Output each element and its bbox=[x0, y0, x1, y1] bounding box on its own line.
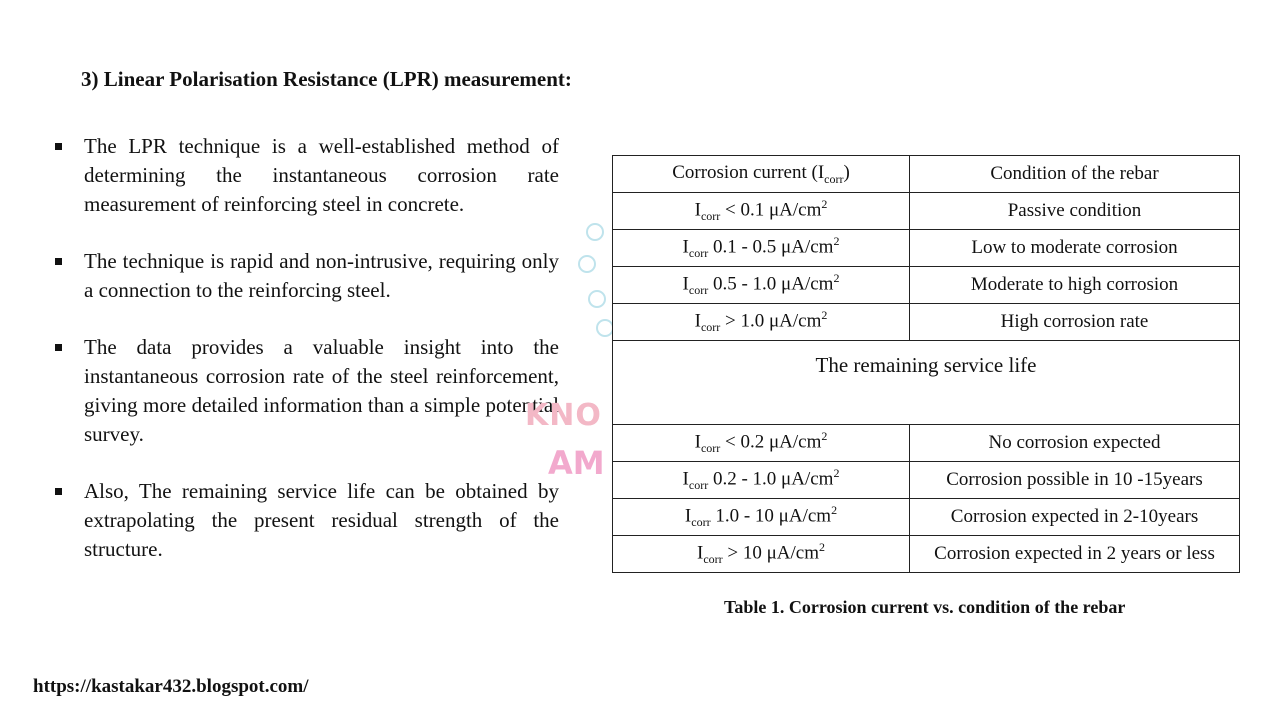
bullet-square-icon bbox=[55, 143, 62, 150]
current-range-cell: Icorr 0.1 - 0.5 μA/cm2 bbox=[612, 229, 910, 267]
current-range-cell: Icorr > 10 μA/cm2 bbox=[612, 535, 910, 573]
current-range-cell: Icorr 0.2 - 1.0 μA/cm2 bbox=[612, 461, 910, 499]
bullet-item: Also, The remaining service life can be … bbox=[55, 477, 559, 564]
footer-url[interactable]: https://kastakar432.blogspot.com/ bbox=[33, 676, 309, 697]
condition-cell: Corrosion possible in 10 -15years bbox=[909, 461, 1240, 499]
header-condition: Condition of the rebar bbox=[909, 155, 1240, 193]
section-row: The remaining service life bbox=[612, 340, 1240, 425]
current-range-cell: Icorr < 0.1 μA/cm2 bbox=[612, 192, 910, 230]
current-range-cell: Icorr 0.5 - 1.0 μA/cm2 bbox=[612, 266, 910, 304]
condition-cell: No corrosion expected bbox=[909, 424, 1240, 462]
bullet-list: The LPR technique is a well-established … bbox=[55, 132, 559, 592]
corrosion-table: Corrosion current (Icorr) Condition of t… bbox=[612, 155, 1240, 573]
condition-cell: High corrosion rate bbox=[909, 303, 1240, 341]
table-header-row: Corrosion current (Icorr) Condition of t… bbox=[612, 155, 1240, 193]
condition-cell: Corrosion expected in 2-10years bbox=[909, 498, 1240, 536]
watermark-text-line1: KNO bbox=[525, 398, 602, 433]
bullet-text: The data provides a valuable insight int… bbox=[84, 335, 559, 446]
condition-cell: Corrosion expected in 2 years or less bbox=[909, 535, 1240, 573]
bullet-item: The data provides a valuable insight int… bbox=[55, 333, 559, 449]
condition-cell: Low to moderate corrosion bbox=[909, 229, 1240, 267]
bullet-text: The technique is rapid and non-intrusive… bbox=[84, 249, 559, 302]
table-caption: Table 1. Corrosion current vs. condition… bbox=[724, 597, 1126, 617]
header-corrosion-current: Corrosion current (Icorr) bbox=[612, 155, 910, 193]
bullet-item: The LPR technique is a well-established … bbox=[55, 132, 559, 219]
bullet-square-icon bbox=[55, 258, 62, 265]
current-range-cell: Icorr > 1.0 μA/cm2 bbox=[612, 303, 910, 341]
condition-cell: Moderate to high corrosion bbox=[909, 266, 1240, 304]
current-range-cell: Icorr 1.0 - 10 μA/cm2 bbox=[612, 498, 910, 536]
bullet-item: The technique is rapid and non-intrusive… bbox=[55, 247, 559, 305]
bullet-text: Also, The remaining service life can be … bbox=[84, 479, 559, 561]
bullet-text: The LPR technique is a well-established … bbox=[84, 134, 559, 216]
watermark-text-line2: AM bbox=[548, 444, 605, 482]
remaining-service-life-heading: The remaining service life bbox=[612, 340, 1240, 425]
current-range-cell: Icorr < 0.2 μA/cm2 bbox=[612, 424, 910, 462]
condition-cell: Passive condition bbox=[909, 192, 1240, 230]
bullet-square-icon bbox=[55, 344, 62, 351]
watermark-science-icons bbox=[574, 215, 614, 337]
bullet-square-icon bbox=[55, 488, 62, 495]
slide-title: 3) Linear Polarisation Resistance (LPR) … bbox=[81, 67, 572, 91]
